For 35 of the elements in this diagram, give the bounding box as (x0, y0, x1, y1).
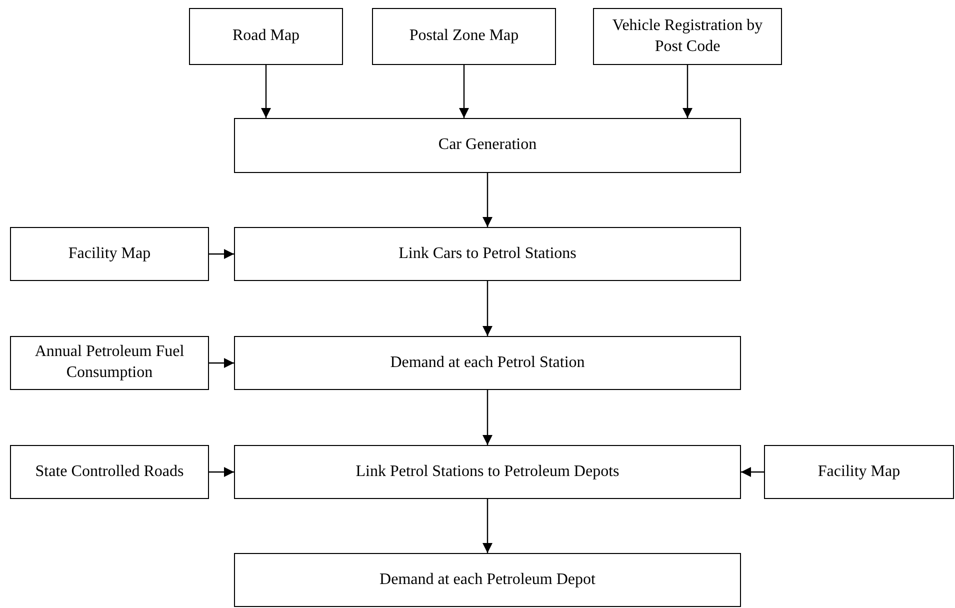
box-label: Car Generation (437, 135, 538, 156)
box-label: Facility Map (816, 462, 902, 482)
box-label: Vehicle Registration by Post Code (611, 16, 764, 56)
process-box (234, 227, 741, 281)
arrow (482, 281, 492, 336)
process-box (593, 8, 782, 65)
arrow (459, 65, 469, 118)
arrow (261, 65, 271, 118)
process-box (234, 118, 741, 173)
arrow (741, 467, 764, 477)
arrow (209, 249, 234, 259)
process-box (189, 8, 343, 65)
box-label: Link Petrol Stations to Petroleum Depots (354, 462, 620, 482)
process-box (764, 445, 954, 499)
process-box (372, 8, 556, 65)
arrow (209, 358, 234, 368)
arrow (682, 65, 692, 118)
process-box (234, 336, 741, 390)
box-label: Annual Petroleum Fuel Consumption (34, 342, 186, 383)
arrow (209, 467, 234, 477)
box-label: State Controlled Roads (34, 462, 185, 482)
arrow (482, 173, 492, 227)
process-box (10, 336, 209, 390)
box-label: Postal Zone Map (408, 26, 520, 46)
box-label: Road Map (231, 26, 301, 46)
arrow (482, 390, 492, 445)
box-label: Link Cars to Petrol Stations (398, 244, 578, 264)
process-box (234, 445, 741, 499)
process-box (10, 227, 209, 281)
box-label: Demand at each Petrol Station (389, 352, 586, 373)
process-box (10, 445, 209, 499)
arrow (482, 499, 492, 553)
box-label: Facility Map (67, 244, 152, 264)
process-box (234, 553, 741, 607)
box-label: Demand at each Petroleum Depot (378, 570, 596, 590)
